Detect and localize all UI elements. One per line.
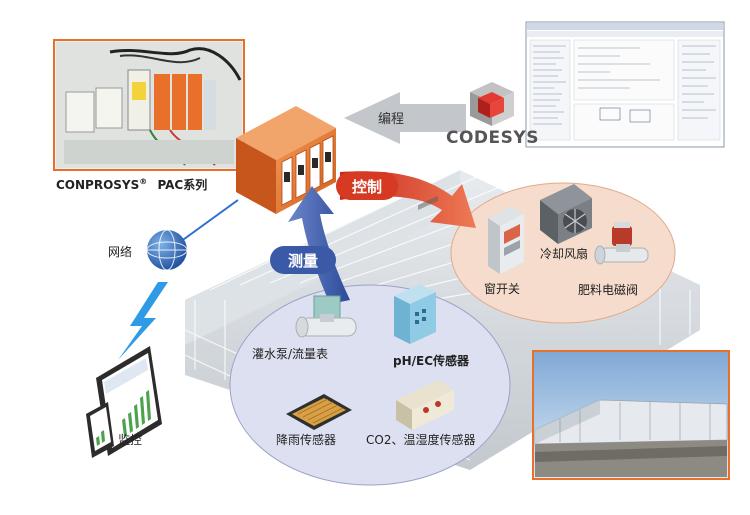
cooling-fan-label: 冷却风扇: [540, 247, 589, 261]
ph-sensor-icon: [394, 284, 436, 344]
network-link: [179, 199, 239, 243]
ph-ec-sensor-label: pH/EC传感器: [393, 354, 470, 368]
co2-sensor-icon: [396, 195, 454, 430]
pump-flowmeter-label: 灌水泵/流量表: [252, 347, 329, 361]
fan-icon: [540, 184, 592, 244]
codesys-logo-text: CODESYS: [446, 128, 539, 148]
programming-arrow: [344, 92, 466, 144]
fertilizer-valve-label: 肥料电磁阀: [578, 283, 639, 297]
tablet-icon: [96, 346, 162, 456]
pac-controller-icon: [236, 106, 336, 214]
rain-sensor-icon: [286, 394, 352, 430]
sensor-zone: [229, 284, 511, 486]
solenoid-valve-icon: [594, 222, 649, 265]
monitoring-label: 监控: [118, 433, 143, 447]
measurement-arrow: [288, 186, 350, 304]
controller-label: CONPROSYS® PAC系列: [56, 177, 208, 192]
smartphone-icon: [86, 402, 114, 458]
codesys-ide-screenshot: [525, 21, 725, 148]
window-opener-label: 窗开关: [484, 282, 521, 296]
lightning-bolt-icon: [118, 282, 168, 360]
measurement-pill: 测量: [270, 246, 336, 274]
controller-cabinet-photo: [53, 39, 245, 171]
greenhouse-photo: [532, 350, 730, 480]
co2-sensor-label: CO2、温湿度传感器: [366, 433, 476, 447]
window-controller-icon: [488, 206, 524, 274]
globe-network-icon: [146, 229, 188, 271]
codesys-logo-icon: [470, 82, 514, 126]
control-pill: 控制: [336, 172, 398, 200]
programming-label: 编程: [378, 112, 405, 127]
rain-sensor-label: 降雨传感器: [276, 433, 337, 447]
network-label: 网络: [108, 245, 133, 259]
flow-meter-icon: [295, 295, 357, 338]
